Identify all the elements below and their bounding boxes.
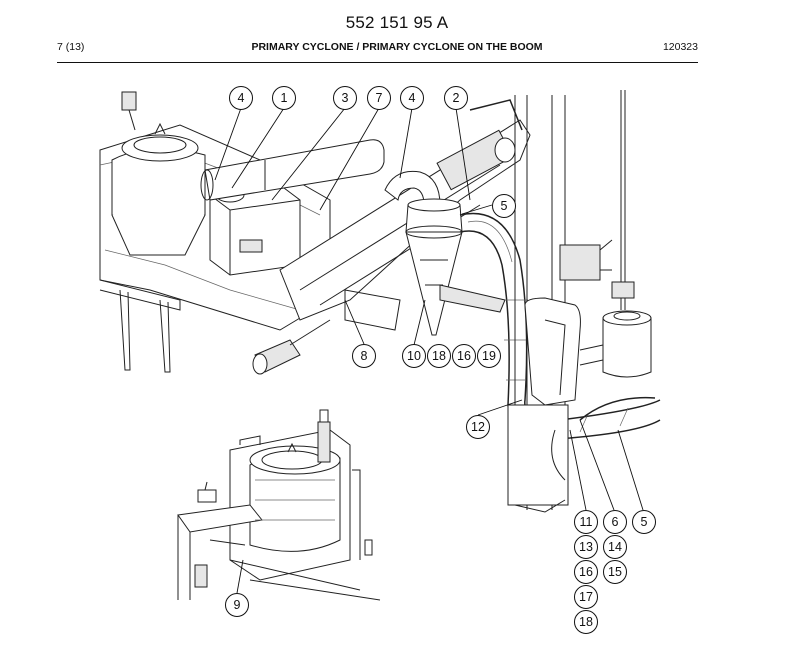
callout-5-lower: 5 xyxy=(632,510,656,534)
callout-11: 11 xyxy=(574,510,598,534)
svg-text:9: 9 xyxy=(234,598,241,612)
svg-text:5: 5 xyxy=(641,515,648,529)
document-number: 552 151 95 A xyxy=(345,13,449,32)
callout-14: 14 xyxy=(603,535,627,559)
header-rule xyxy=(57,62,698,63)
callout-16-upper: 16 xyxy=(452,344,476,368)
svg-text:17: 17 xyxy=(579,590,593,604)
main-assembly-drawing xyxy=(99,90,661,513)
page-number: 7 (13) xyxy=(57,41,85,53)
callout-4-right: 4 xyxy=(400,86,424,110)
date-code: 120323 xyxy=(662,41,698,53)
callout-5-upper: 5 xyxy=(492,194,516,218)
page-title: PRIMARY CYCLONE / PRIMARY CYCLONE ON THE… xyxy=(251,41,543,53)
svg-text:2: 2 xyxy=(453,91,460,105)
callout-1: 1 xyxy=(272,86,296,110)
callout-6: 6 xyxy=(603,510,627,534)
svg-text:16: 16 xyxy=(457,349,471,363)
callout-4-upper: 4 xyxy=(229,86,253,110)
callout-12: 12 xyxy=(466,415,490,439)
callout-16-lower: 16 xyxy=(574,560,598,584)
svg-text:4: 4 xyxy=(409,91,416,105)
svg-text:4: 4 xyxy=(238,91,245,105)
svg-text:10: 10 xyxy=(407,349,421,363)
callout-17: 17 xyxy=(574,585,598,609)
callout-15: 15 xyxy=(603,560,627,584)
callout-18-upper: 18 xyxy=(427,344,451,368)
svg-text:18: 18 xyxy=(432,349,446,363)
callout-7: 7 xyxy=(367,86,391,110)
callout-18-lower: 18 xyxy=(574,610,598,634)
callout-8: 8 xyxy=(352,344,376,368)
svg-text:11: 11 xyxy=(580,515,593,529)
callout-2: 2 xyxy=(444,86,468,110)
svg-text:18: 18 xyxy=(579,615,593,629)
inset-assembly-drawing xyxy=(177,409,381,601)
svg-text:5: 5 xyxy=(501,199,508,213)
svg-text:15: 15 xyxy=(608,565,622,579)
svg-text:6: 6 xyxy=(612,515,619,529)
callout-13: 13 xyxy=(574,535,598,559)
callout-3: 3 xyxy=(333,86,357,110)
svg-text:19: 19 xyxy=(482,349,496,363)
svg-text:8: 8 xyxy=(361,349,368,363)
callout-19: 19 xyxy=(477,344,501,368)
svg-text:16: 16 xyxy=(579,565,593,579)
leader-lines xyxy=(214,107,644,594)
svg-text:7: 7 xyxy=(376,91,383,105)
callout-9: 9 xyxy=(225,593,249,617)
svg-text:3: 3 xyxy=(342,91,349,105)
svg-text:1: 1 xyxy=(281,91,288,105)
svg-text:12: 12 xyxy=(471,420,485,434)
callout-10: 10 xyxy=(402,344,426,368)
svg-text:14: 14 xyxy=(608,540,622,554)
svg-text:13: 13 xyxy=(579,540,593,554)
